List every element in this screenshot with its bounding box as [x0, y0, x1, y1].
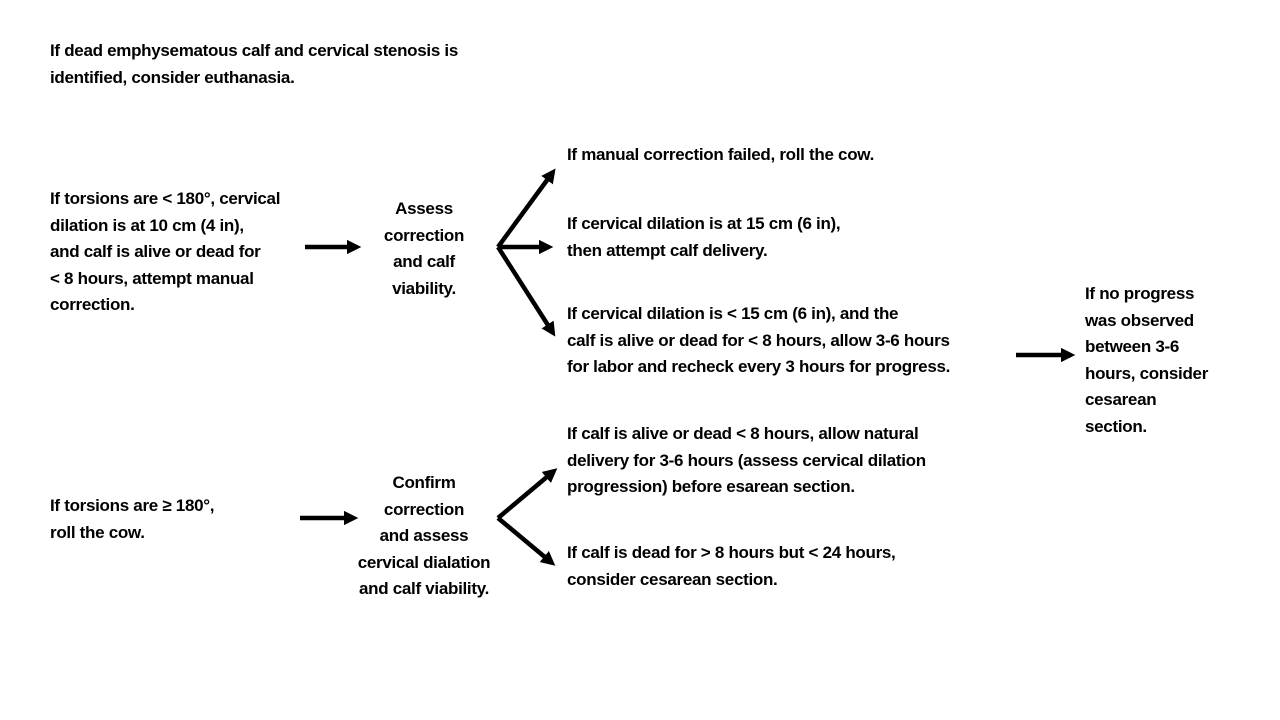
- condition-torsion-under-180: If torsions are < 180°, cervical dilatio…: [50, 189, 281, 314]
- node-assess-correction: Assess correction and calf viability.: [383, 199, 465, 298]
- branch-dead-over-8-hours-cesarean: If calf is dead for > 8 hours but < 24 h…: [567, 543, 896, 589]
- arrow-confirm-to-branch-cesarean: [496, 516, 556, 566]
- branch-dilation-under-15cm-labor: If cervical dilation is < 15 cm (6 in), …: [567, 304, 951, 376]
- branch-dilation-15cm-delivery: If cervical dilation is at 15 cm (6 in),…: [567, 214, 841, 260]
- arrow-assess-to-branch-roll-cow: [496, 168, 556, 249]
- branch-manual-correction-failed: If manual correction failed, roll the co…: [567, 145, 874, 164]
- branch-natural-delivery: If calf is alive or dead < 8 hours, allo…: [567, 424, 926, 496]
- condition-torsion-over-180: If torsions are ≥ 180°, roll the cow.: [50, 496, 215, 542]
- arrow-assess-to-branch-allow-labor: [496, 245, 556, 337]
- outcome-cesarean-section: If no progress was observed between 3-6 …: [1085, 284, 1209, 436]
- note-euthanasia: If dead emphysematous calf and cervical …: [50, 41, 458, 87]
- arrow-confirm-to-branch-natural-delivery: [496, 468, 558, 520]
- node-confirm-correction: Confirm correction and assess cervical d…: [357, 473, 491, 598]
